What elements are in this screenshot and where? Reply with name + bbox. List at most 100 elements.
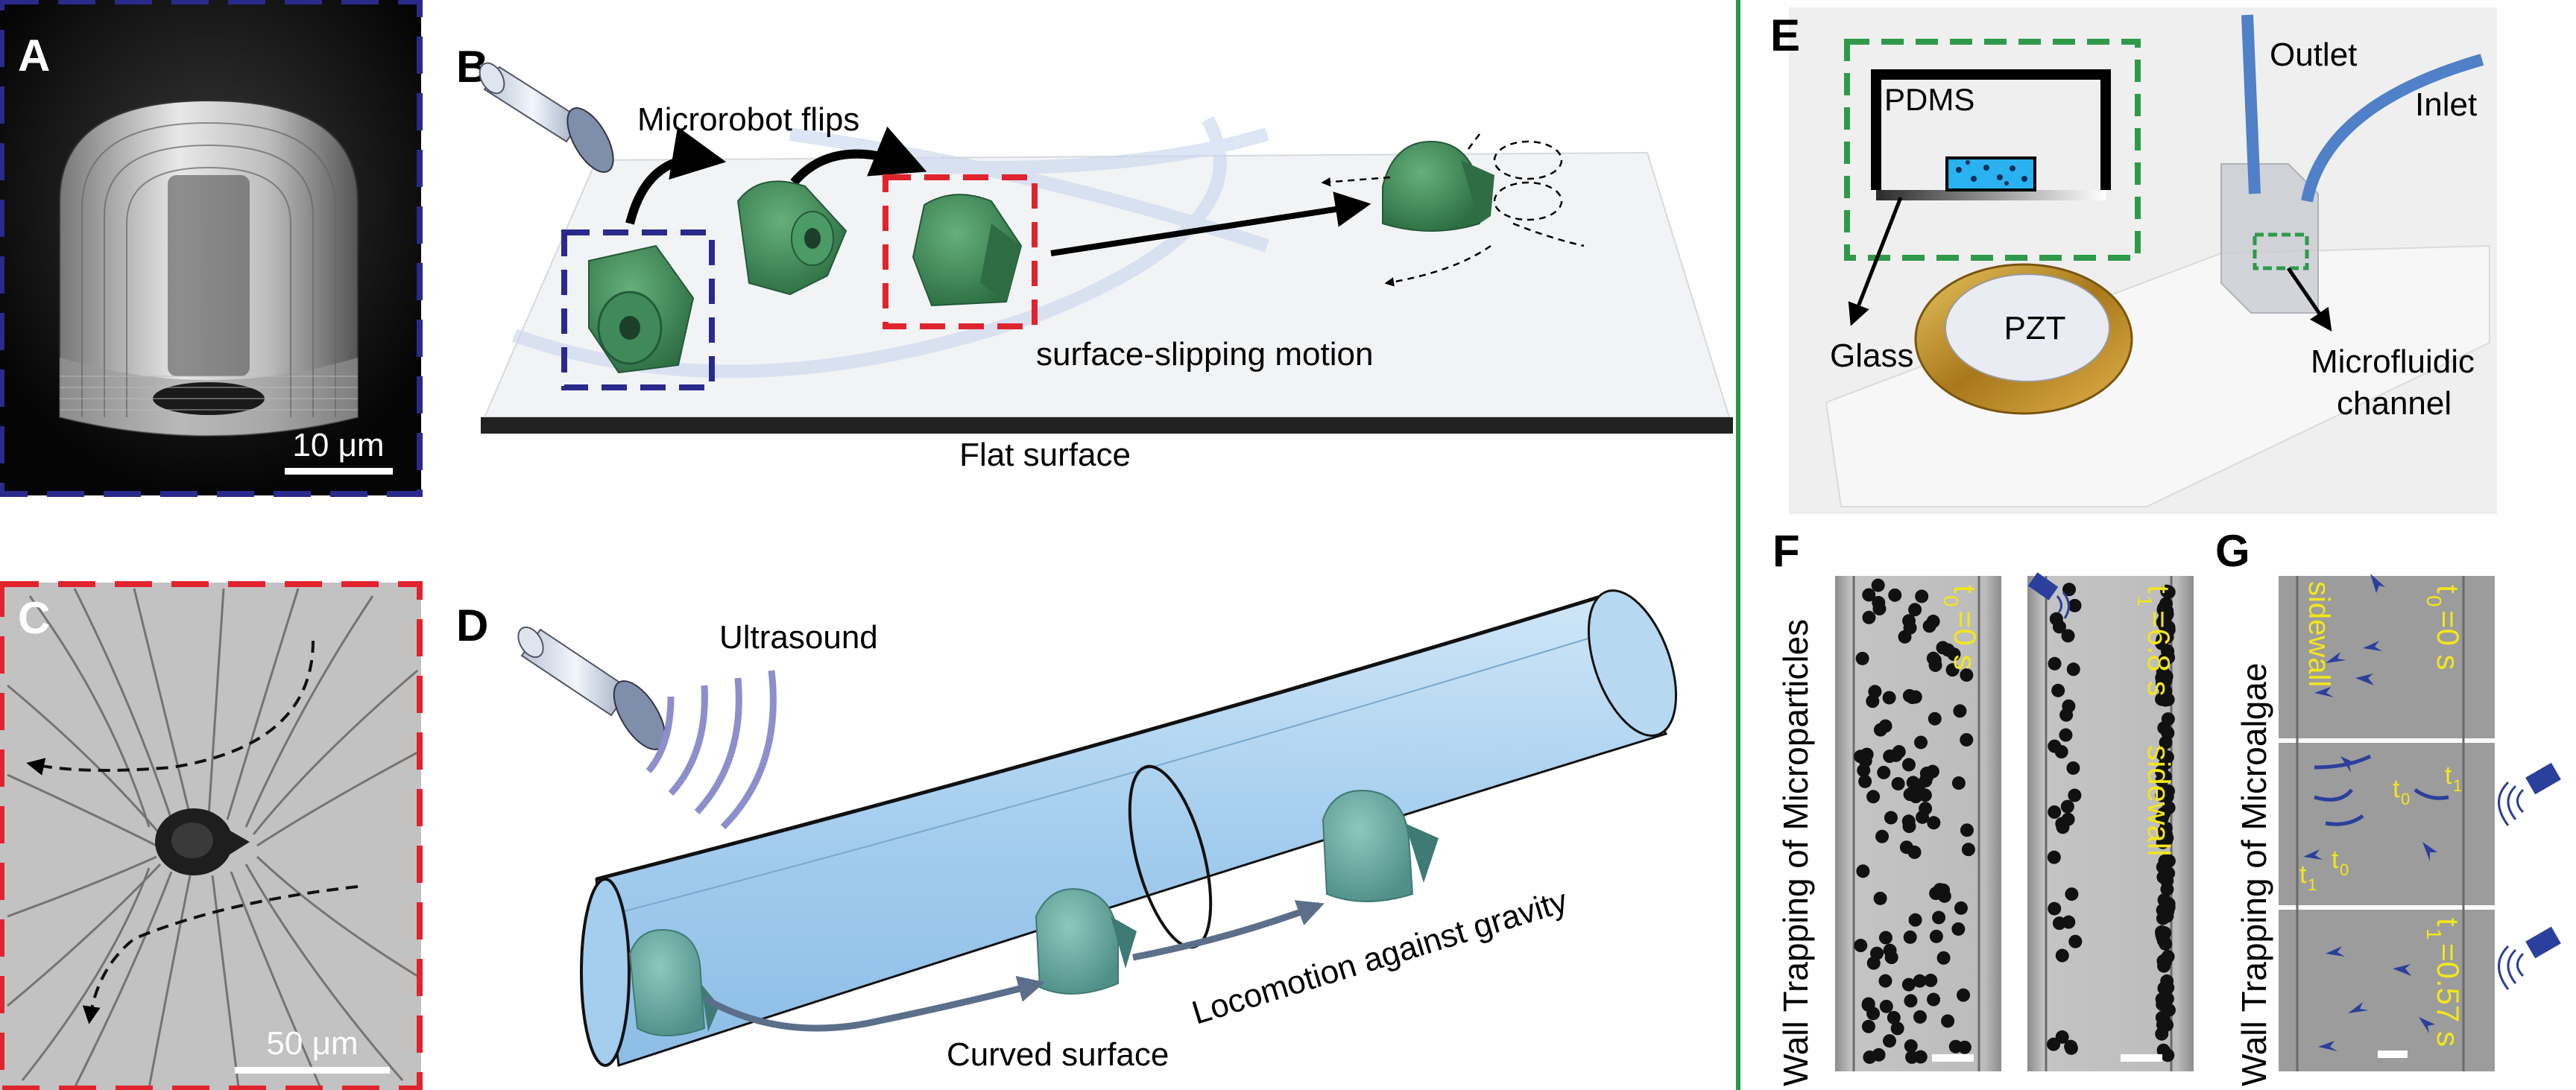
panel-f-transducer-icon bbox=[2027, 572, 2070, 619]
panel-g-frame-3 bbox=[2279, 910, 2495, 1071]
panel-f-sidewall-label: sidewall bbox=[2141, 745, 2176, 856]
panel-e-outlet-tube bbox=[2241, 14, 2261, 194]
panel-e-letter: E bbox=[1770, 10, 1800, 60]
microparticle bbox=[1904, 994, 1918, 1008]
microparticle bbox=[2155, 675, 2169, 689]
panel-d-robot-3 bbox=[1322, 790, 1439, 902]
panel-b-red-dashed-box bbox=[883, 174, 1038, 329]
microparticle bbox=[2059, 708, 2074, 722]
microparticle bbox=[1891, 776, 1905, 790]
microparticle bbox=[2156, 870, 2171, 884]
microparticle bbox=[2065, 887, 2079, 902]
microparticle bbox=[1941, 643, 1955, 657]
microparticle bbox=[1945, 663, 1960, 677]
microparticle bbox=[1856, 864, 1870, 878]
panel-b-surface-edge bbox=[481, 417, 1733, 434]
microparticle bbox=[1913, 974, 1927, 988]
panel-d-sound-waves bbox=[645, 670, 777, 830]
panel-g-sidewall-label: sidewall bbox=[2302, 581, 2335, 687]
panel-e-channel-highlight bbox=[2253, 232, 2309, 270]
microparticle bbox=[2160, 584, 2174, 598]
svg-text:t: t bbox=[2141, 585, 2176, 594]
panel-c-flow-arrow-top bbox=[26, 640, 315, 776]
panel-d-letter: D bbox=[456, 601, 488, 650]
panel-a-microrobot bbox=[59, 99, 359, 437]
microparticle bbox=[2155, 788, 2169, 802]
microparticle bbox=[1866, 956, 1881, 970]
microparticle bbox=[2047, 1037, 2061, 1051]
panel-b-robot-3 bbox=[912, 194, 1023, 307]
panel-f-side-label: Wall Trapping of Microparticles bbox=[1776, 619, 1815, 1086]
panel-b-robot-4 bbox=[1382, 140, 1494, 232]
panel-e-glass-label: Glass bbox=[1830, 338, 1913, 374]
panel-f-scale-bar-t1 bbox=[2121, 1054, 2162, 1062]
microparticle bbox=[1927, 816, 1941, 830]
microparticle bbox=[1924, 973, 1938, 987]
svg-text:0: 0 bbox=[1939, 595, 1963, 607]
panel-d-curved-label: Curved surface bbox=[947, 1036, 1169, 1073]
panel-c-dashed-border bbox=[0, 581, 423, 1090]
microparticle bbox=[2048, 902, 2062, 916]
svg-text:t: t bbox=[2431, 585, 2466, 594]
microparticle bbox=[1883, 943, 1897, 957]
svg-text:1: 1 bbox=[2422, 928, 2446, 940]
panel-g-mid-labels: t 0 t 1 t 1 t 0 bbox=[2299, 761, 2462, 894]
microparticle bbox=[1862, 610, 1876, 624]
microparticle bbox=[1927, 992, 1941, 1007]
microparticle bbox=[2157, 824, 2171, 838]
microparticle bbox=[2051, 683, 2065, 697]
microparticle bbox=[1883, 1034, 1897, 1048]
microparticle bbox=[1951, 776, 1966, 790]
svg-text:t: t bbox=[2393, 775, 2400, 803]
microparticle bbox=[1901, 814, 1916, 828]
microparticle bbox=[1922, 619, 1936, 633]
svg-text:=0 s: =0 s bbox=[1948, 610, 1983, 671]
microparticle bbox=[1873, 891, 1887, 905]
panel-b-robot-1 bbox=[588, 244, 695, 374]
microparticle bbox=[2160, 630, 2174, 644]
microparticle bbox=[1961, 843, 1975, 857]
svg-text:t: t bbox=[2445, 761, 2452, 790]
panel-b-motion-arrow bbox=[1050, 191, 1371, 256]
microparticle bbox=[2155, 992, 2169, 1007]
panel-a-scale-bar bbox=[285, 468, 393, 475]
microparticle bbox=[1877, 765, 1891, 779]
microparticle bbox=[1858, 774, 1872, 788]
panel-c-scale-label: 50 μm bbox=[266, 1025, 358, 1062]
microparticle bbox=[1929, 929, 1943, 943]
svg-text:0: 0 bbox=[2340, 861, 2349, 879]
microparticle bbox=[2048, 805, 2062, 819]
panel-g: G Wall Trapping of Microalgae bbox=[2215, 526, 2561, 1086]
panel-d-ultrasound-label: Ultrasound bbox=[719, 619, 878, 656]
microparticle bbox=[2158, 926, 2172, 940]
microparticle bbox=[1873, 723, 1887, 737]
svg-text:=0.57 s: =0.57 s bbox=[2431, 943, 2466, 1047]
panel-g-transducer-icon-2 bbox=[2498, 926, 2561, 990]
microparticle bbox=[1866, 1007, 1881, 1021]
microparticle bbox=[1957, 988, 1971, 1002]
microparticle bbox=[1953, 704, 1967, 718]
microparticle bbox=[1855, 651, 1869, 665]
panel-b-flip-arrow-1 bbox=[625, 127, 727, 225]
microparticle bbox=[2158, 618, 2172, 633]
microparticle bbox=[2156, 835, 2170, 849]
panel-d-robot-1 bbox=[628, 929, 719, 1036]
microparticle bbox=[2061, 629, 2075, 643]
microparticle bbox=[2066, 761, 2080, 775]
panel-f-scale-bar-t0 bbox=[1932, 1054, 1974, 1062]
microparticle bbox=[2157, 1016, 2171, 1030]
microparticle bbox=[1861, 1019, 1875, 1033]
panel-b-rotation-indicators bbox=[1321, 133, 1585, 287]
svg-text:1: 1 bbox=[2308, 875, 2317, 894]
panel-c-scale-bar bbox=[235, 1067, 390, 1074]
panel-d-robot-2 bbox=[1035, 888, 1137, 995]
panel-d-path-arrow-2 bbox=[1132, 900, 1325, 961]
microparticle bbox=[2160, 750, 2174, 764]
microparticle bbox=[1905, 691, 1919, 705]
microparticle bbox=[2161, 726, 2175, 740]
svg-text:0: 0 bbox=[2422, 595, 2446, 607]
svg-text:1: 1 bbox=[2453, 776, 2462, 795]
microparticle bbox=[1941, 1014, 1955, 1028]
svg-text:t: t bbox=[2299, 861, 2307, 889]
